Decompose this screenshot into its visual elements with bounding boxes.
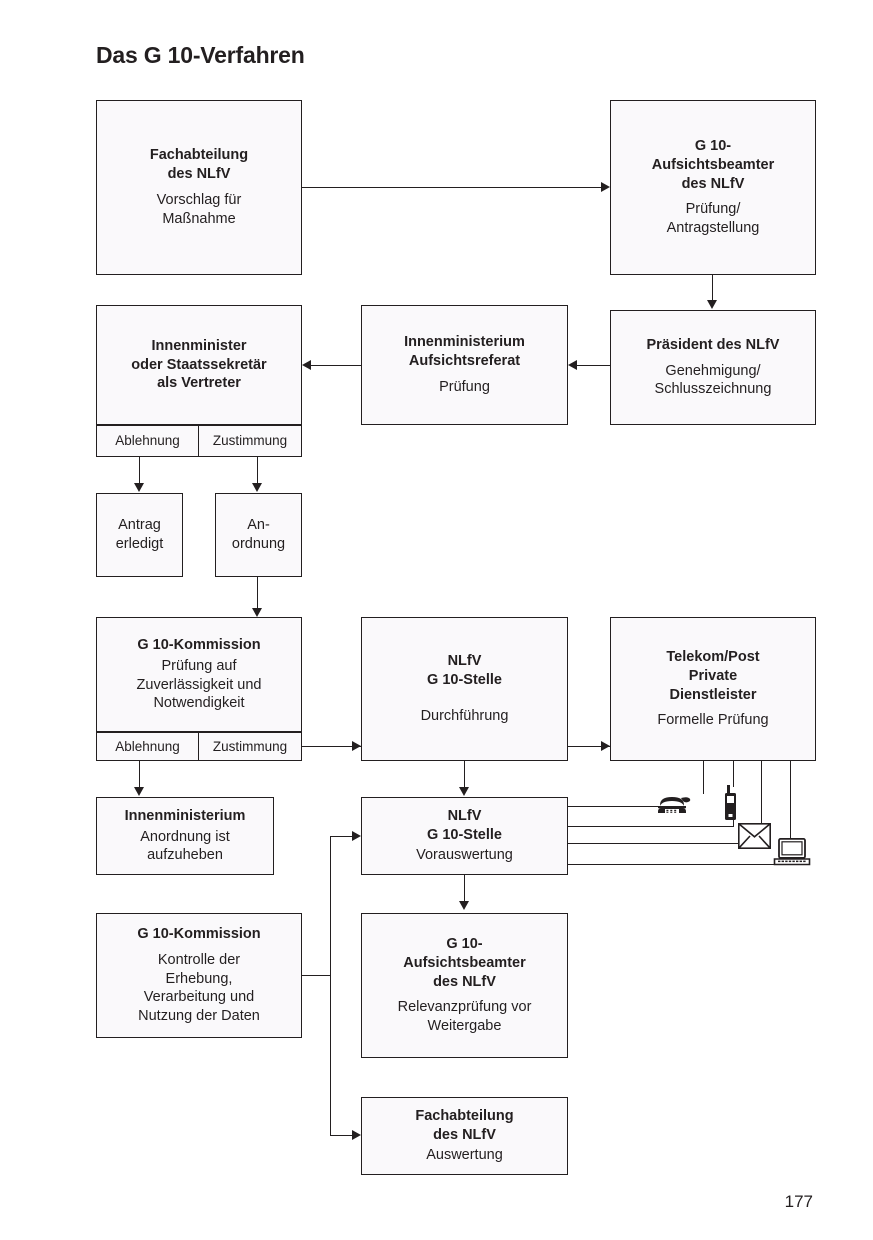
- node-heading: Fachabteilung des NLfV: [149, 147, 249, 183]
- decision-cell-zustimmung-kommission: Zustimmung: [198, 732, 302, 761]
- node-subtext: Prüfung/ Antragstellung: [666, 201, 760, 237]
- node-subtext: Anordnung ist aufzuheben: [140, 828, 230, 864]
- node-subtext: Vorauswertung: [416, 847, 513, 864]
- connector-vorauswertung-to-laptop: [568, 864, 775, 866]
- node-innenminister: Innenminister oder Staatssekretär als Ve…: [96, 305, 302, 425]
- arrowhead-right: [352, 831, 361, 841]
- node-nlfv-g10-stelle-durchfuehrung: NLfV G 10-Stelle Durchführung: [361, 617, 568, 761]
- connector-ablehnung-to-antrag: [139, 457, 141, 485]
- connector-aufsichtsbeamter-to-praesident: [712, 275, 714, 303]
- node-heading: G 10- Aufsichtsbeamter des NLfV: [651, 137, 775, 192]
- node-innenministerium-aufsichtsreferat: Innenministerium Aufsichtsreferat Prüfun…: [361, 305, 568, 425]
- node-heading: Präsident des NLfV: [646, 336, 780, 353]
- node-heading: Innenminister oder Staatssekretär als Ve…: [131, 337, 267, 392]
- page-number: 177: [784, 1192, 813, 1211]
- arrowhead-down: [459, 901, 469, 910]
- connector-zustimmung-to-anordnung: [257, 457, 259, 485]
- node-heading: NLfV G 10-Stelle: [427, 652, 502, 688]
- node-heading: Telekom/Post Private Dienstleister: [666, 648, 760, 703]
- node-heading: Fachabteilung des NLfV: [415, 1107, 514, 1143]
- node-g10-kommission-pruefung: G 10-Kommission Prüfung auf Zuverlässigk…: [96, 617, 302, 732]
- telecom-drop-telephone: [703, 761, 705, 794]
- node-innenministerium-aufzuheben: Innenministerium Anordnung ist aufzuhebe…: [96, 797, 274, 875]
- page-title: Das G 10-Verfahren: [96, 42, 305, 68]
- arrowhead-down: [707, 300, 717, 309]
- node-subtext: Formelle Prüfung: [657, 712, 769, 729]
- decision-label: Ablehnung: [115, 738, 180, 754]
- connector-durchfuehrung-to-telekom: [568, 746, 610, 748]
- node-anordnung: An- ordnung: [215, 493, 302, 577]
- telecom-drop-envelope: [761, 761, 763, 825]
- connector-fachabteilung-to-aufsichtsbeamter: [302, 187, 601, 189]
- node-aufsichtsbeamter-relevanz: G 10- Aufsichtsbeamter des NLfV Relevanz…: [361, 913, 568, 1058]
- arrowhead-right: [601, 182, 610, 192]
- connector-praesident-to-aufsichtsreferat: [577, 365, 610, 367]
- node-heading: G 10-Kommission: [137, 925, 261, 942]
- connector-vorauswertung-to-relevanz: [464, 875, 466, 904]
- telecom-drop-mobile: [733, 761, 735, 787]
- laptop-icon: [773, 837, 811, 868]
- node-heading: Innenministerium: [124, 807, 246, 824]
- arrowhead-down: [134, 483, 144, 492]
- node-subtext: Prüfung: [439, 378, 490, 395]
- mobile-phone-icon: [723, 785, 739, 821]
- arrowhead-right: [352, 741, 361, 751]
- connector-durchfuehrung-to-vorauswertung: [464, 761, 466, 790]
- arrowhead-right: [601, 741, 610, 751]
- decision-cell-ablehnung-innenminister: Ablehnung: [96, 425, 199, 457]
- decision-cell-zustimmung-innenminister: Zustimmung: [198, 425, 302, 457]
- node-heading: Innenministerium Aufsichtsreferat: [404, 334, 525, 370]
- decision-label: Ablehnung: [115, 433, 180, 449]
- node-aufsichtsbeamter-pruefung: G 10- Aufsichtsbeamter des NLfV Prüfung/…: [610, 100, 816, 275]
- connector-aufsichtsreferat-to-innenminister: [311, 365, 361, 367]
- envelope-icon: [738, 823, 771, 849]
- node-praesident: Präsident des NLfV Genehmigung/ Schlussz…: [610, 310, 816, 425]
- node-heading: G 10-Kommission: [137, 636, 261, 653]
- node-subtext: Kontrolle der Erhebung, Verarbeitung und…: [138, 951, 260, 1025]
- node-subtext: Relevanzprüfung vor Weitergabe: [397, 999, 532, 1035]
- node-g10-kommission-kontrolle: G 10-Kommission Kontrolle der Erhebung, …: [96, 913, 302, 1038]
- node-fachabteilung-vorschlag: Fachabteilung des NLfV Vorschlag für Maß…: [96, 100, 302, 275]
- connector-anordnung-to-kommission: [257, 577, 259, 611]
- connector-ablehnung-to-innenministerium: [139, 761, 141, 789]
- connector-vorauswertung-to-mobile: [568, 826, 734, 828]
- node-fachabteilung-auswertung: Fachabteilung des NLfV Auswertung: [361, 1097, 568, 1175]
- node-antrag-erledigt: Antrag erledigt: [96, 493, 183, 577]
- connector-bus-to-vorauswertung: [330, 836, 352, 838]
- arrowhead-down: [252, 608, 262, 617]
- node-subtext: Durchführung: [420, 708, 509, 725]
- connector-vorauswertung-to-envelope: [568, 843, 742, 845]
- node-nlfv-g10-stelle-vorauswertung: NLfV G 10-Stelle Vorauswertung: [361, 797, 568, 875]
- node-telekom-post: Telekom/Post Private Dienstleister Forme…: [610, 617, 816, 761]
- node-subtext: An- ordnung: [231, 517, 286, 552]
- connector-zustimmung-to-durchfuehrung: [302, 746, 361, 748]
- node-subtext: Genehmigung/ Schlusszeichnung: [654, 362, 772, 398]
- arrowhead-down: [459, 787, 469, 796]
- connector-vorauswertung-to-telephone: [568, 806, 668, 808]
- node-heading: G 10- Aufsichtsbeamter des NLfV: [403, 935, 526, 990]
- arrowhead-left: [568, 360, 577, 370]
- node-subtext: Prüfung auf Zuverlässigkeit und Notwendi…: [136, 657, 262, 712]
- connector-kontrolle-bus-stub: [302, 975, 331, 977]
- arrowhead-left: [302, 360, 311, 370]
- telecom-drop-laptop: [790, 761, 792, 841]
- connector-kontrolle-bus-vertical: [330, 836, 332, 1136]
- node-heading: NLfV G 10-Stelle: [427, 807, 502, 843]
- arrowhead-right: [352, 1130, 361, 1140]
- decision-label: Zustimmung: [212, 738, 288, 754]
- telephone-icon: [652, 788, 692, 816]
- arrowhead-down: [252, 483, 262, 492]
- node-subtext: Vorschlag für Maßnahme: [156, 192, 242, 227]
- node-subtext: Antrag erledigt: [115, 517, 164, 552]
- arrowhead-down: [134, 787, 144, 796]
- connector-bus-to-auswertung: [330, 1135, 352, 1137]
- decision-cell-ablehnung-kommission: Ablehnung: [96, 732, 199, 761]
- decision-label: Zustimmung: [212, 433, 288, 449]
- node-subtext: Auswertung: [426, 1147, 503, 1164]
